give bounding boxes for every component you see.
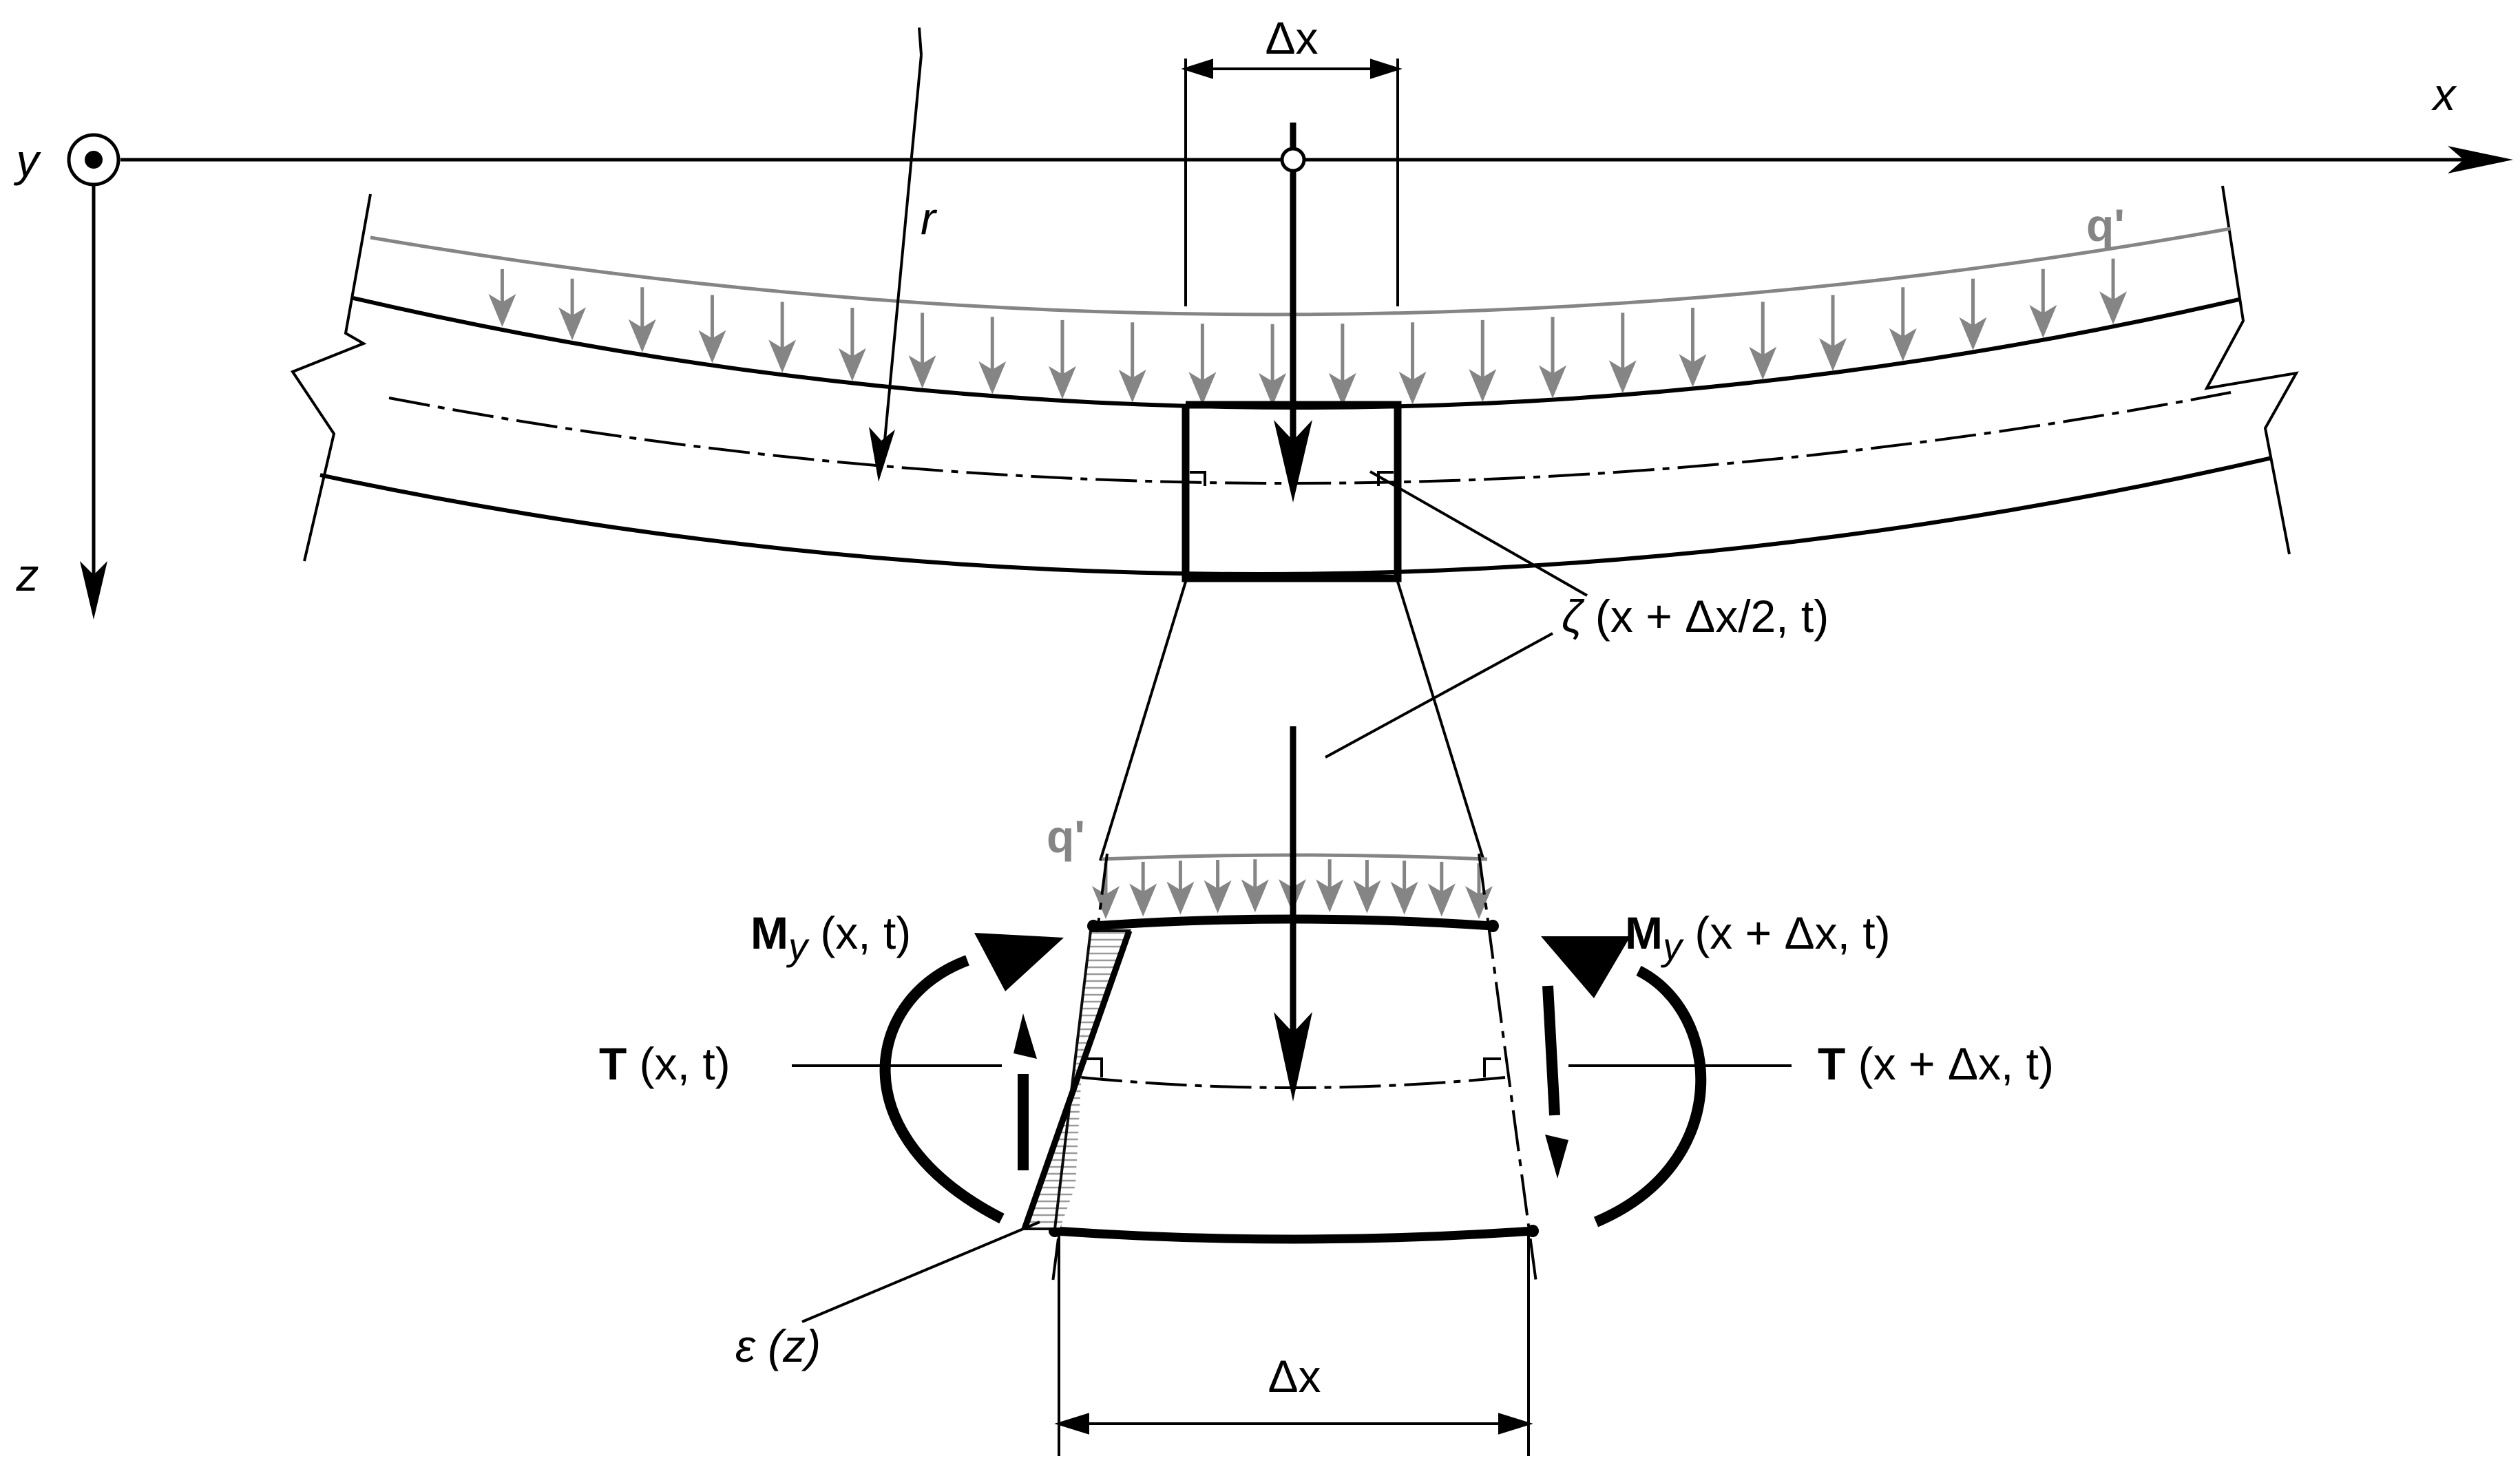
load-arrow-top xyxy=(628,287,656,352)
shear-force-left-arrow xyxy=(792,1013,1037,1170)
shear-right-label: T (x + Δx, t) xyxy=(1818,1038,2054,1089)
element-bottom-edge xyxy=(1054,1226,1533,1244)
load-arrow-element xyxy=(1465,863,1493,919)
z-axis xyxy=(80,182,107,620)
load-arrow-element xyxy=(1241,859,1269,913)
strain-distribution xyxy=(1021,929,1133,1230)
moment-right-arrow xyxy=(1541,936,1707,1227)
dimension-dx-top-label: Δx xyxy=(1265,12,1318,63)
shear-left-label: T (x, t) xyxy=(599,1038,731,1089)
load-arrow-element xyxy=(1353,859,1381,914)
center-load-top xyxy=(1274,123,1312,503)
z-axis-label: z xyxy=(16,549,39,600)
load-arrow-top xyxy=(768,302,797,373)
load-arrow-top xyxy=(1679,308,1707,388)
beam-break-right xyxy=(2204,185,2299,555)
x-axis xyxy=(120,146,2513,173)
load-arrow-top xyxy=(1048,319,1076,399)
load-arrow-element xyxy=(1204,859,1232,914)
beam-break-left xyxy=(290,193,372,562)
load-surface-line xyxy=(370,226,2232,317)
magnification-lines xyxy=(1099,581,1485,861)
load-arrow-element xyxy=(1390,861,1418,915)
distributed-load-arrows-element xyxy=(1092,859,1493,919)
load-arrow-top xyxy=(1889,287,1917,361)
load-arrow-top xyxy=(698,295,726,363)
distributed-load-arrows-top xyxy=(488,258,2128,406)
strain-label: ε (z) xyxy=(735,1320,821,1371)
load-arrow-top xyxy=(2029,268,2057,338)
load-arrow-top xyxy=(2099,258,2128,325)
load-arrow-top xyxy=(978,317,1007,394)
shear-force-right-arrow xyxy=(1542,985,1792,1179)
load-arrow-top xyxy=(1188,324,1217,405)
dimension-dx-bottom-label: Δx xyxy=(1268,1351,1321,1402)
load-arrow-top xyxy=(1469,319,1497,403)
load-arrow-top xyxy=(1819,295,1847,372)
load-arrow-top xyxy=(1749,302,1777,380)
load-arrow-top xyxy=(1959,278,1987,350)
load-arrow-element xyxy=(1316,859,1344,913)
element-box xyxy=(1182,401,1402,582)
moment-left-arrow xyxy=(879,933,1064,1224)
load-arrow-top xyxy=(838,308,866,381)
load-arrow-element xyxy=(1427,861,1456,917)
load-label-top: q' xyxy=(2086,200,2125,251)
strain-leader xyxy=(801,1221,1040,1323)
radius-label: r xyxy=(921,193,938,244)
load-arrow-top xyxy=(1398,322,1427,405)
load-arrow-top xyxy=(1259,324,1287,406)
load-arrow-element xyxy=(1129,861,1157,917)
load-arrow-top xyxy=(908,313,936,389)
beam-bottom-edge xyxy=(319,456,2273,576)
y-axis-label: y xyxy=(14,135,42,186)
moment-right-label: My (x + Δx, t) xyxy=(1625,907,1891,968)
load-arrow-top xyxy=(488,268,516,327)
moment-left-label: My (x, t) xyxy=(750,907,911,968)
load-arrow-top xyxy=(1608,313,1637,394)
neutral-axis xyxy=(388,391,2232,485)
load-arrow-top xyxy=(1328,324,1356,406)
deflection-leader xyxy=(1325,470,1588,759)
load-arrow-top xyxy=(558,278,587,341)
element-right-angle-marks xyxy=(1085,1057,1501,1077)
center-load-element xyxy=(1274,726,1312,1102)
y-axis-out-of-page-icon xyxy=(67,133,120,187)
load-arrow-top xyxy=(1539,317,1567,399)
load-arrow-element xyxy=(1166,861,1195,915)
dimension-dx-bottom xyxy=(1054,1236,1533,1456)
deflection-label: ζ (x + Δx/2, t) xyxy=(1562,591,1829,642)
radius-of-curvature xyxy=(869,27,923,482)
load-arrow-top xyxy=(1118,322,1146,403)
x-axis-label: x xyxy=(2431,69,2457,120)
dimension-dx-top xyxy=(1181,59,1403,306)
load-label-element: q' xyxy=(1047,811,1085,862)
